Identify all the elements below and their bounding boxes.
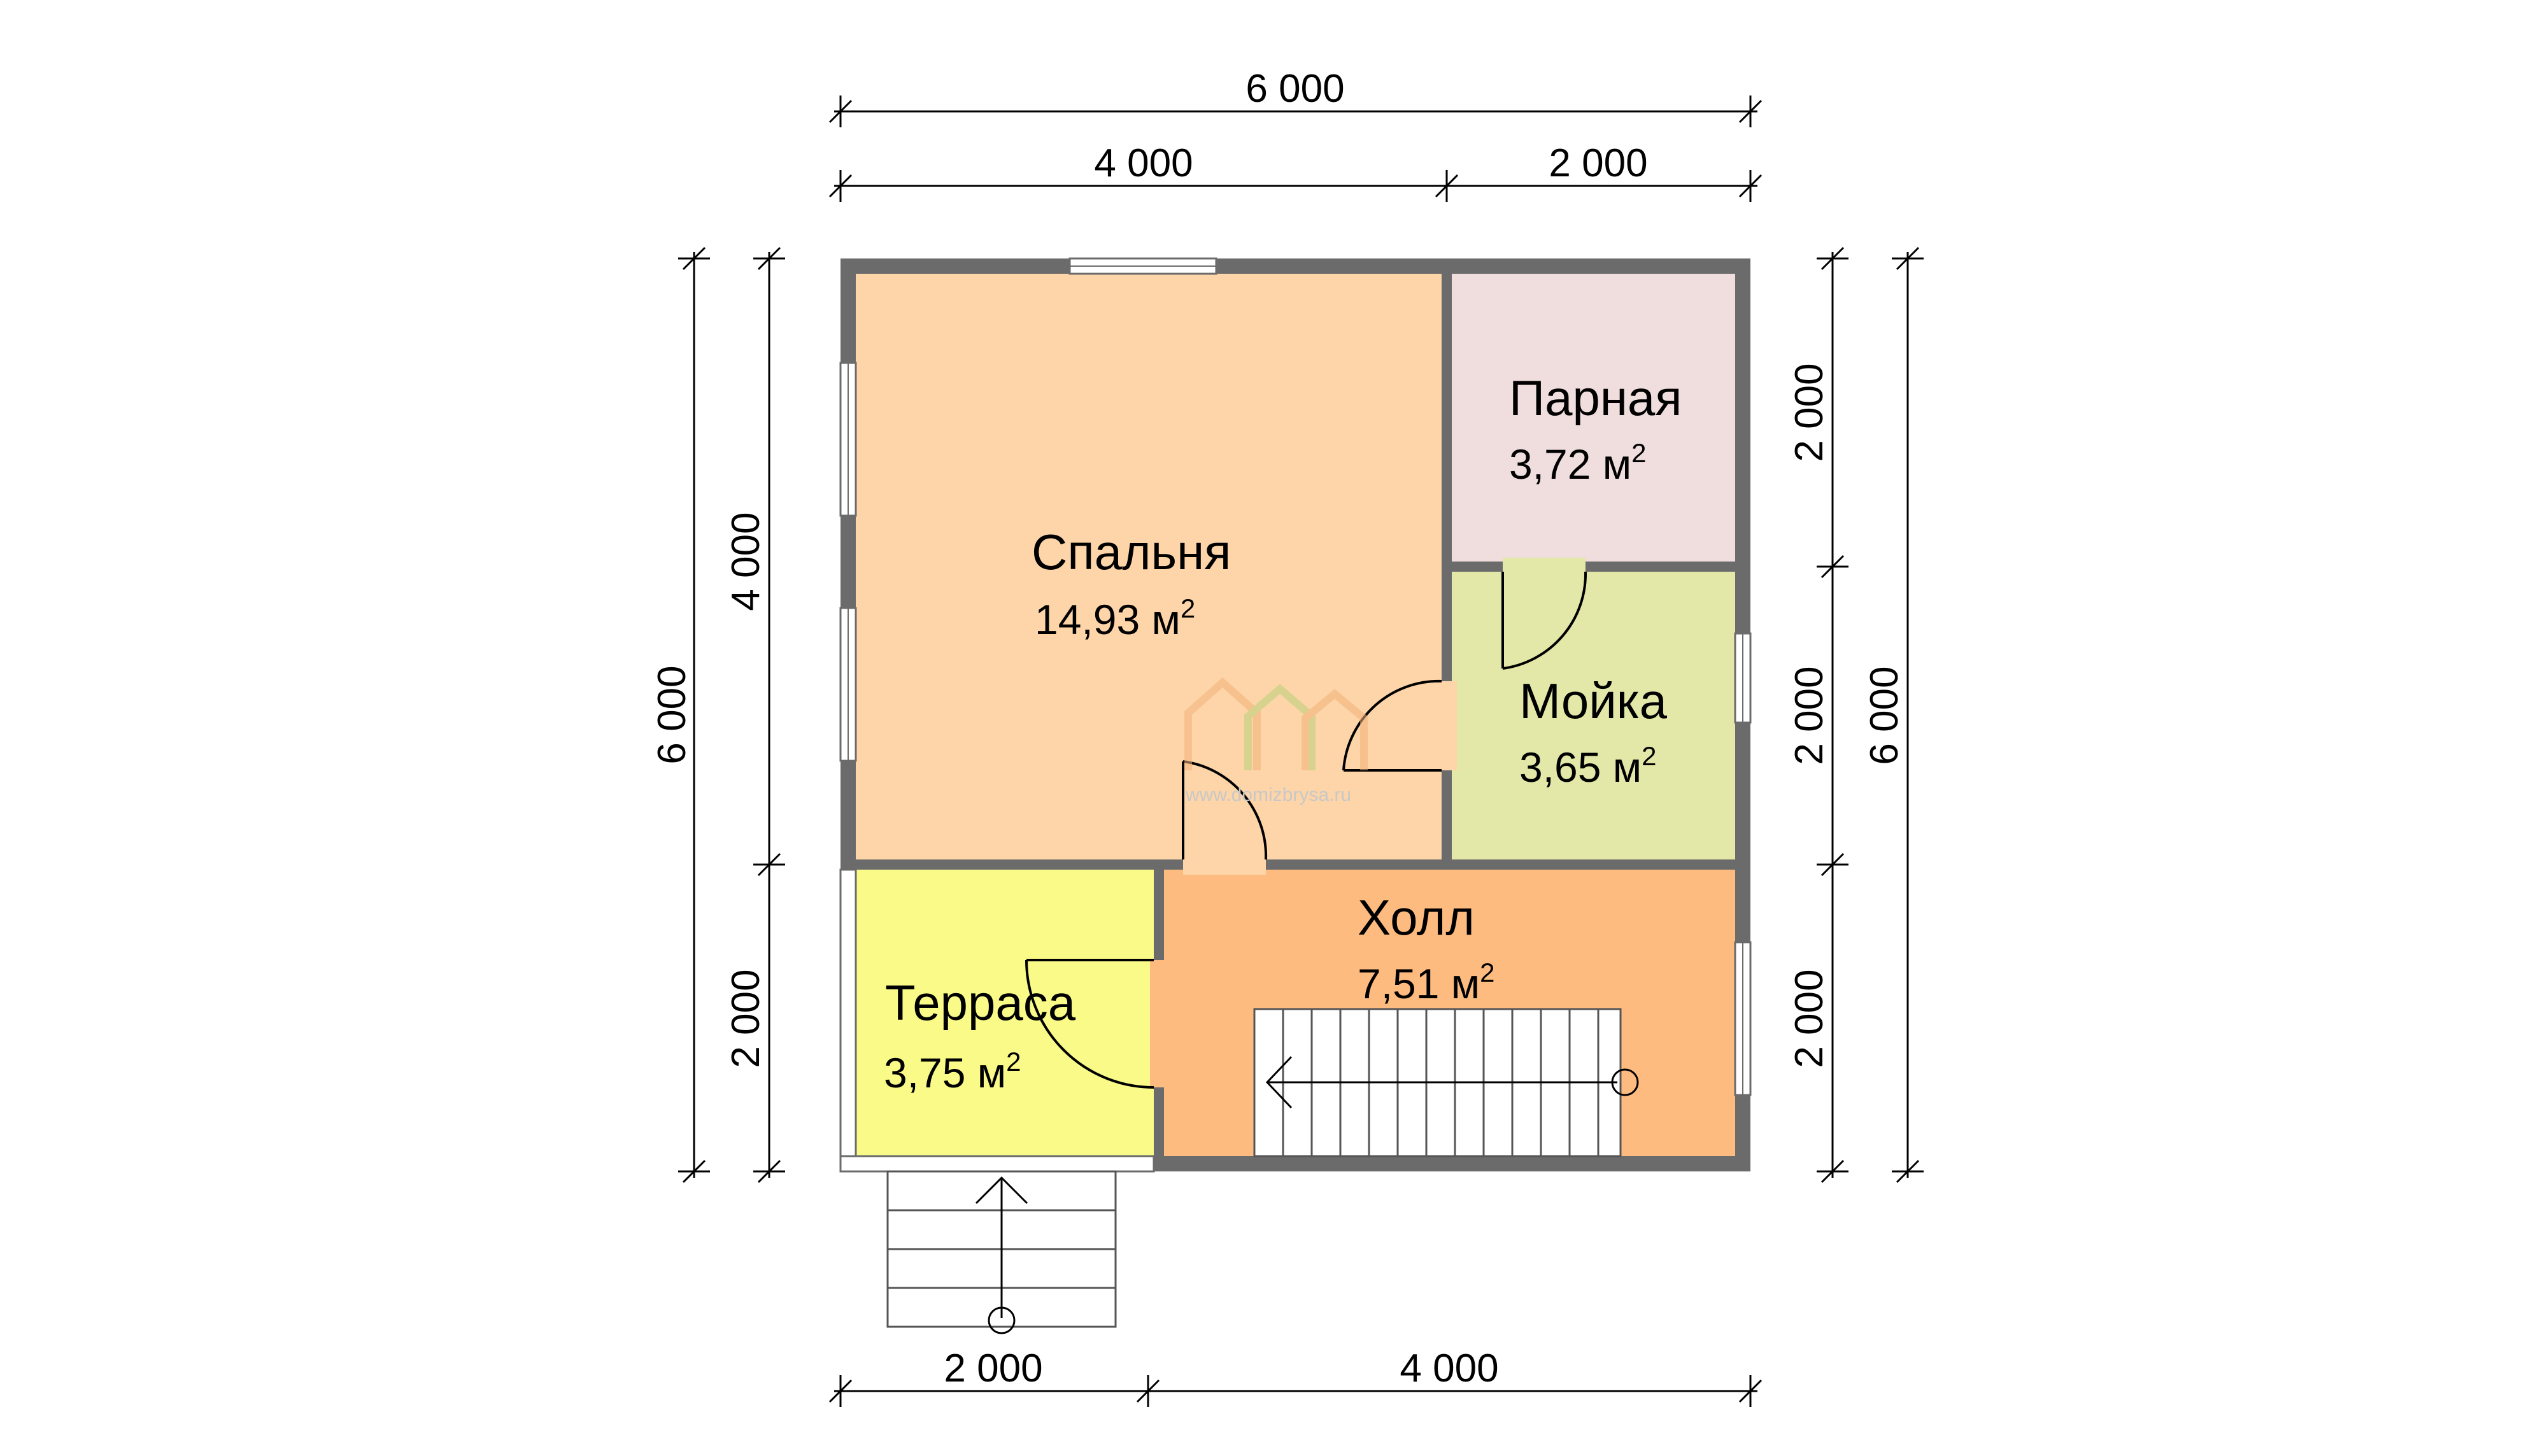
- terrace-railing: [839, 868, 857, 1173]
- dimension-right-total: [1892, 246, 1924, 1184]
- doorway-floor: [1183, 854, 1266, 875]
- dimension-label: 2 000: [1787, 666, 1831, 765]
- wall: [1154, 1087, 1164, 1171]
- doorway-floor: [1503, 558, 1586, 577]
- watermark-logo: [1184, 677, 1368, 770]
- interior-stairs: [1253, 1008, 1639, 1157]
- wall: [1266, 859, 1735, 870]
- dimension-right-split: [1817, 246, 1848, 1184]
- washroom-floor: [1452, 572, 1735, 859]
- wall: [841, 258, 1750, 274]
- dimension-label: 6 000: [1862, 666, 1906, 765]
- door-swing: [1502, 571, 1587, 670]
- door-swing: [1025, 959, 1154, 1089]
- terrace-floor: [856, 870, 1154, 1156]
- dimension-label: 2 000: [724, 969, 768, 1068]
- wall: [1154, 870, 1164, 960]
- steam-room-area: 3,72 м2: [1509, 438, 1647, 488]
- dimension-left-split: [753, 246, 785, 1184]
- wall: [1442, 770, 1452, 870]
- hall-name: Холл: [1358, 889, 1475, 945]
- entrance-steps: [886, 1170, 1117, 1334]
- dimension-label: 6 000: [650, 665, 694, 764]
- terrace-name: Терраса: [885, 975, 1076, 1031]
- bedroom-area: 14,93 м2: [1035, 593, 1195, 643]
- terrace-area: 3,75 м2: [884, 1047, 1021, 1096]
- wall: [841, 258, 856, 870]
- dimension-label: 2 000: [944, 1346, 1042, 1390]
- dimension-label: 2 000: [1549, 141, 1647, 185]
- doorway-floor: [1438, 681, 1457, 770]
- doorway-floor: [1150, 960, 1169, 1087]
- dimension-left-total: [678, 246, 710, 1184]
- wall: [1442, 274, 1452, 681]
- wall: [1452, 562, 1503, 572]
- washroom-area: 3,65 м2: [1519, 741, 1657, 791]
- wall: [1586, 562, 1735, 572]
- bedroom-name: Спальня: [1032, 524, 1231, 580]
- watermark-url: www.domizbrysa.ru: [1185, 784, 1351, 805]
- dimension-top-split: [828, 170, 1763, 202]
- steam-room-name: Парная: [1509, 370, 1682, 426]
- washroom-name: Мойка: [1519, 673, 1668, 729]
- hall-area: 7,51 м2: [1358, 958, 1495, 1007]
- dimension-label: 4 000: [1094, 141, 1193, 185]
- dimension-bottom: [828, 1375, 1763, 1407]
- dimension-label: 4 000: [1400, 1346, 1498, 1390]
- dimension-top-total: [828, 95, 1763, 127]
- dimension-label: 4 000: [724, 512, 768, 611]
- steam-room-floor: [1452, 274, 1735, 562]
- wall: [1154, 1156, 1750, 1171]
- door-swing: [1342, 679, 1442, 771]
- dimension-label: 2 000: [1787, 363, 1831, 462]
- dimension-label: 2 000: [1787, 969, 1831, 1068]
- terrace-railing: [839, 1155, 1155, 1173]
- door-swing: [1182, 760, 1268, 860]
- wall: [841, 859, 1183, 870]
- dimension-label: 6 000: [1245, 67, 1344, 111]
